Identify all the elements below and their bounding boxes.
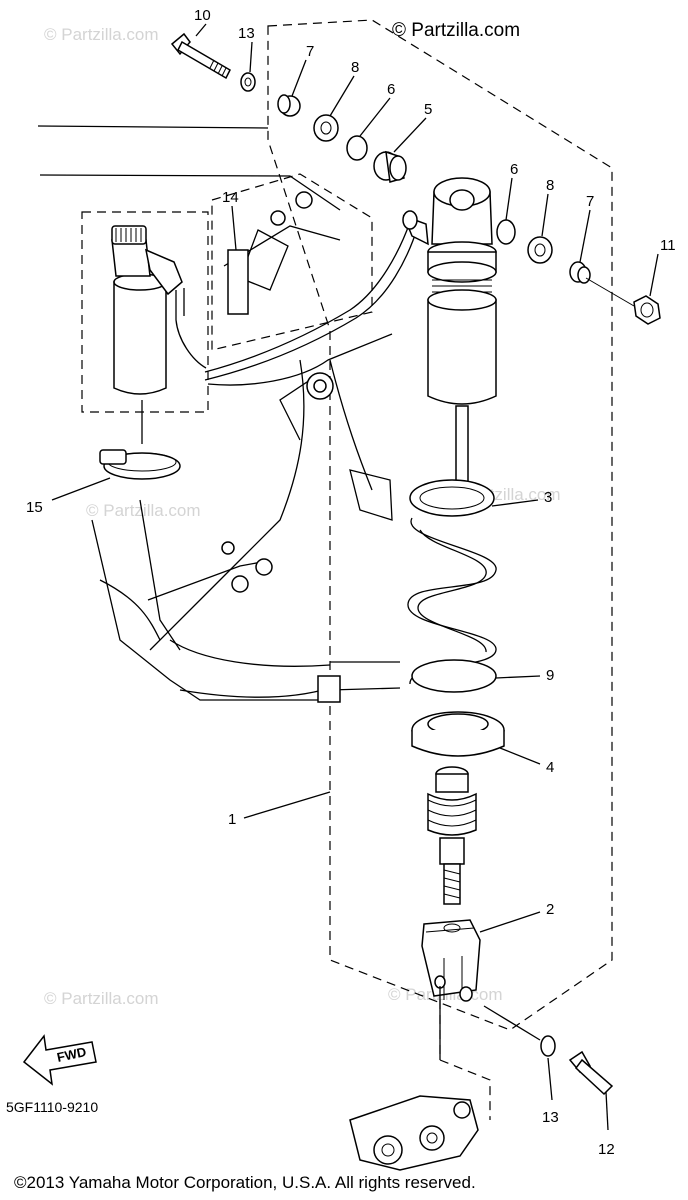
fwd-arrow-icon: FWD bbox=[22, 1034, 97, 1086]
fwd-label: FWD bbox=[56, 1044, 88, 1065]
callout-15: 15 bbox=[26, 499, 43, 516]
rear-shock-absorber bbox=[402, 177, 497, 511]
callout-14: 14 bbox=[222, 189, 239, 206]
callout-6: 6 bbox=[387, 81, 395, 98]
reservoir-clamp bbox=[99, 400, 181, 480]
reservoir-boundary bbox=[81, 211, 209, 413]
collar bbox=[569, 261, 591, 284]
coil-spring bbox=[407, 479, 497, 693]
washer bbox=[240, 72, 256, 92]
remote-reservoir bbox=[111, 225, 207, 395]
reservoir-hose bbox=[204, 221, 411, 373]
callout-8: 8 bbox=[351, 59, 359, 76]
callout-13: 13 bbox=[238, 25, 255, 42]
callout-6: 6 bbox=[510, 161, 518, 178]
thrust-cover bbox=[313, 114, 339, 142]
callout-13: 13 bbox=[542, 1109, 559, 1126]
assembly-boundary bbox=[267, 19, 613, 1031]
label-boundary bbox=[211, 173, 373, 351]
warning-label bbox=[227, 249, 249, 315]
watermark: © Partzilla.com bbox=[44, 989, 159, 1008]
callout-3: 3 bbox=[544, 489, 552, 506]
frame-outline bbox=[37, 125, 401, 703]
washer bbox=[540, 1035, 556, 1057]
callout-2: 2 bbox=[546, 901, 554, 918]
relay-arm bbox=[349, 1095, 479, 1171]
callout-8: 8 bbox=[546, 177, 554, 194]
callout-7: 7 bbox=[306, 43, 314, 60]
thrust-cover bbox=[527, 236, 553, 264]
watermark: © Partzilla.com bbox=[86, 501, 201, 520]
callout-1: 1 bbox=[228, 811, 236, 828]
oil-seal bbox=[496, 219, 516, 245]
lower-clevis bbox=[421, 919, 481, 1002]
callout-11: 11 bbox=[660, 237, 676, 254]
callout-10: 10 bbox=[194, 7, 211, 24]
bushing bbox=[373, 150, 407, 183]
callout-9: 9 bbox=[546, 667, 554, 684]
lower-bolt bbox=[568, 1050, 614, 1096]
spring-seat bbox=[411, 711, 505, 757]
leader-lines bbox=[51, 23, 659, 1131]
nut bbox=[633, 295, 661, 325]
callout-12: 12 bbox=[598, 1141, 615, 1158]
bolt bbox=[170, 32, 231, 80]
oil-seal bbox=[346, 135, 368, 161]
diagram-code: 5GF1110-9210 bbox=[6, 1099, 98, 1115]
collar bbox=[277, 94, 301, 117]
watermark-top: © Partzilla.com bbox=[392, 20, 520, 41]
copyright-notice: ©2013 Yamaha Motor Corporation, U.S.A. A… bbox=[14, 1173, 476, 1192]
callout-4: 4 bbox=[546, 759, 554, 776]
bump-stopper bbox=[427, 766, 477, 905]
callout-5: 5 bbox=[424, 101, 432, 118]
callout-7: 7 bbox=[586, 193, 594, 210]
watermark: © Partzilla.com bbox=[44, 25, 159, 44]
